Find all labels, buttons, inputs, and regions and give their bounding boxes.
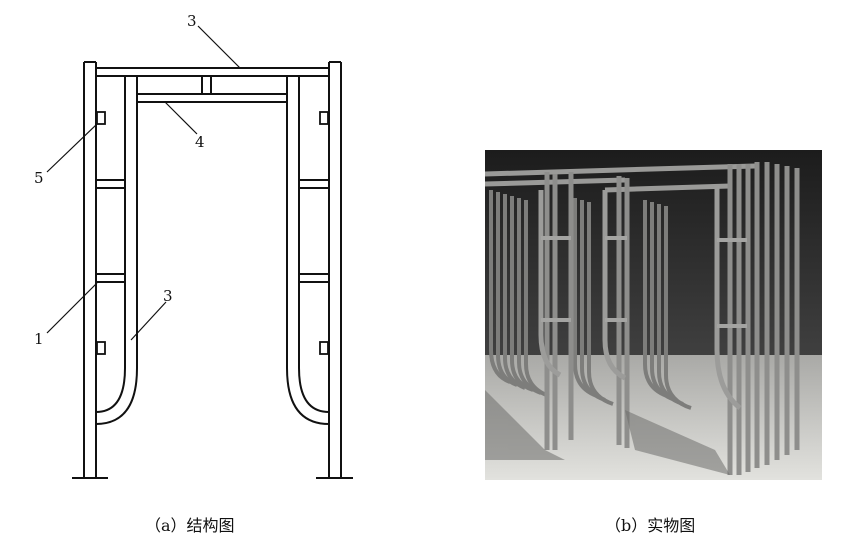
top-rail <box>96 67 329 77</box>
left-inner-brace <box>95 76 138 425</box>
label-brace: 3 <box>163 287 173 305</box>
left-rungs <box>96 179 125 283</box>
label-clip: 5 <box>34 169 44 187</box>
structure-drawing: 3 4 5 1 3 <box>34 12 353 479</box>
front-posts <box>544 162 800 475</box>
label-top-rail: 3 <box>187 12 197 30</box>
caption-structure: （a）结构图 <box>145 516 235 535</box>
caption-photo: （b）实物图 <box>605 516 696 535</box>
right-main-post <box>328 61 342 478</box>
right-inner-brace <box>286 76 330 425</box>
frames-photo <box>485 150 822 480</box>
front-braces <box>538 186 742 410</box>
cross-bar <box>137 93 287 103</box>
leader-lines <box>46 25 241 341</box>
clips <box>96 111 329 355</box>
rear-tube-stack <box>489 190 692 410</box>
right-rungs <box>299 179 329 283</box>
label-main-post: 1 <box>34 330 44 348</box>
label-cross-bar: 4 <box>195 133 205 151</box>
top-stiffener <box>201 76 212 94</box>
floor-shadows <box>485 390 730 475</box>
front-rungs <box>541 236 747 328</box>
left-main-post <box>83 61 97 478</box>
